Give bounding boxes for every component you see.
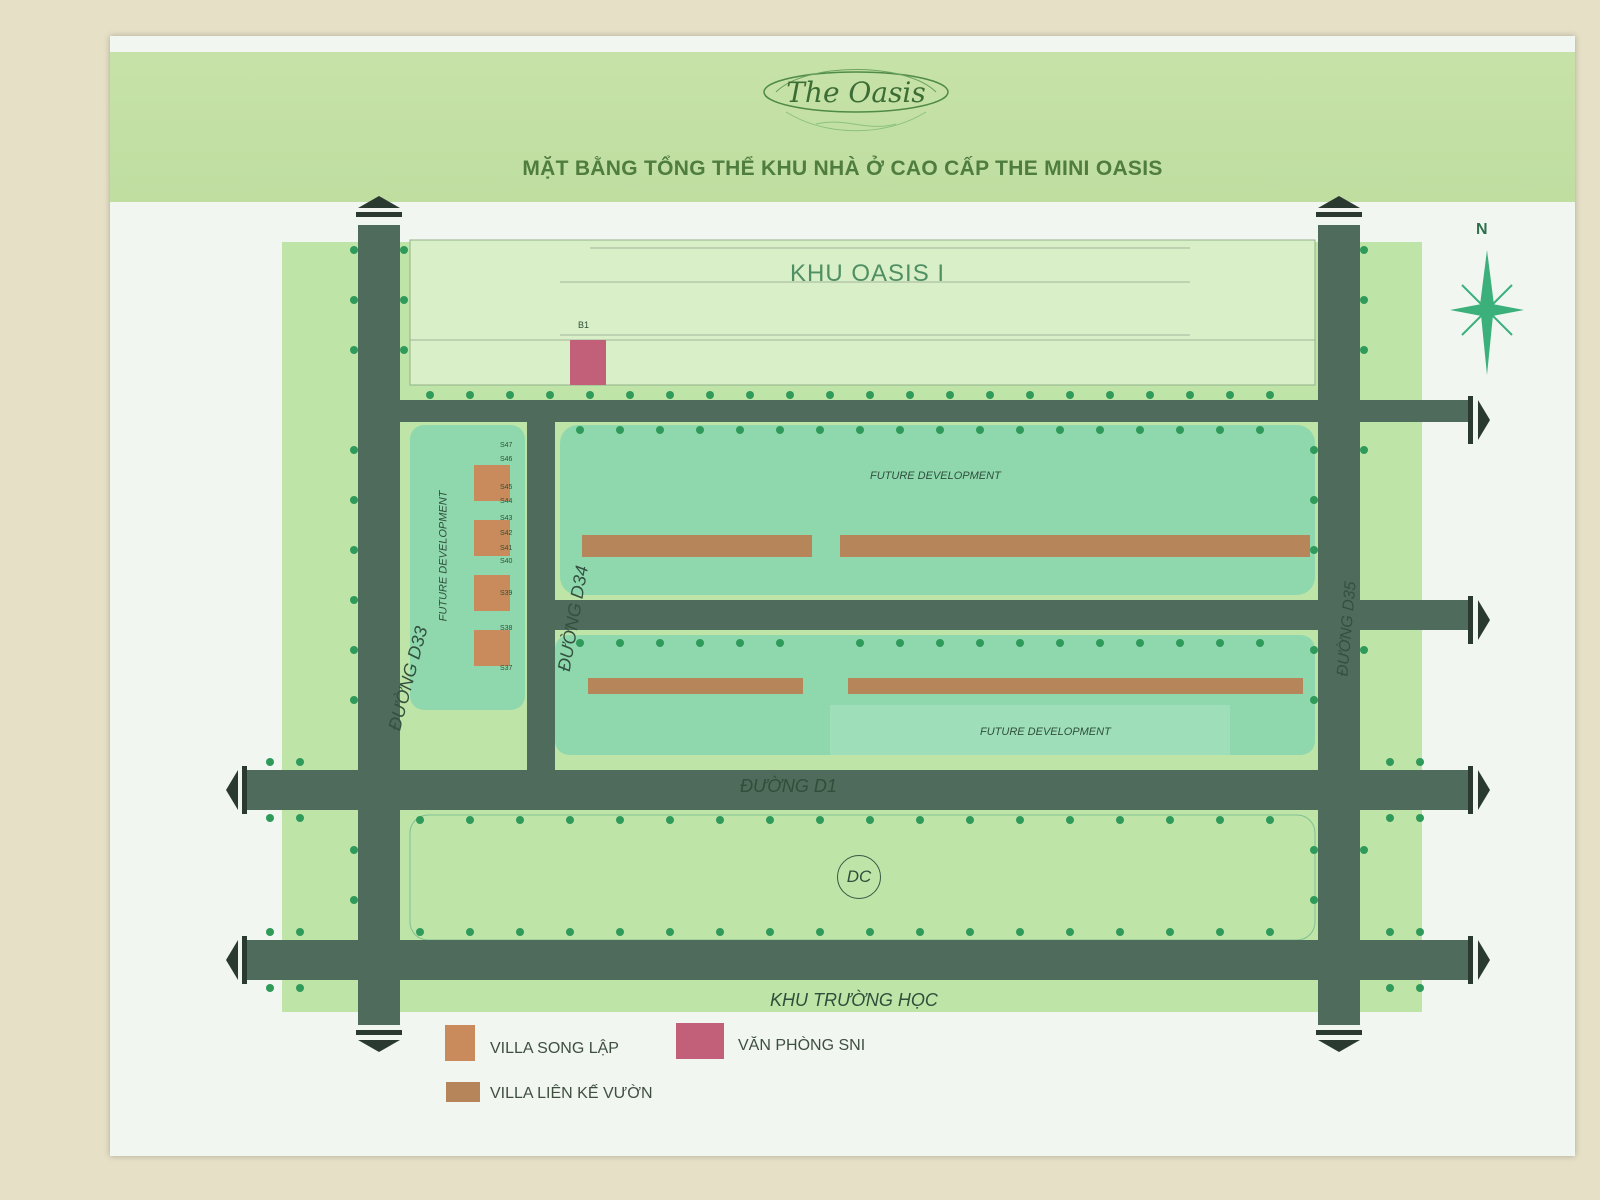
- arrow-right-icon: [1478, 770, 1490, 810]
- street-label-d1: ĐƯỜNG D1: [740, 776, 837, 796]
- legend-swatch: [446, 1082, 480, 1102]
- road-north: [380, 400, 1470, 422]
- future-development-label: FUTURE DEVELOPMENT: [980, 726, 1111, 738]
- plot-label: S42: [500, 530, 513, 537]
- plot-label: B1: [578, 320, 590, 330]
- plot-label: S43: [500, 515, 513, 522]
- villa-row-3: [588, 678, 803, 694]
- arrow-right-icon: [1478, 600, 1490, 640]
- road-d34: [527, 400, 555, 770]
- road-arrows: [226, 196, 1490, 1052]
- legend-swatch: [445, 1025, 475, 1061]
- dc-zone-label: DC: [837, 855, 881, 899]
- header-band: [110, 52, 1575, 202]
- arrow-right-icon: [1478, 400, 1490, 440]
- plot-label: S41: [500, 545, 513, 552]
- plot-label: S47: [500, 442, 513, 449]
- plot-label: S39: [500, 590, 513, 597]
- page-title: MẶT BẰNG TỔNG THỂ KHU NHÀ Ở CAO CẤP THE …: [522, 157, 1163, 180]
- villa-row-2: [840, 535, 1310, 557]
- logo-swirl-icon: [763, 69, 949, 132]
- plot-label: S45: [500, 484, 513, 491]
- oasis-i-block: [409, 239, 1316, 386]
- north-label: N: [1476, 221, 1488, 238]
- arrow-up-icon: [1318, 196, 1360, 208]
- logo-text: The Oasis: [786, 76, 926, 109]
- arrow-down-icon: [1318, 1040, 1360, 1052]
- plot-label: S40: [500, 558, 513, 565]
- arrow-left-icon: [226, 770, 238, 810]
- plot-label: S46: [500, 456, 513, 463]
- future-development-label: FUTURE DEVELOPMENT: [870, 470, 1001, 482]
- legend-swatch: [676, 1023, 724, 1059]
- legend-label: VILLA SONG LẬP: [490, 1040, 619, 1057]
- road-d1: [245, 770, 1470, 810]
- north-compass-icon: [1450, 250, 1524, 375]
- road-network: [245, 225, 1470, 1025]
- legend-label: VĂN PHÒNG SNI: [738, 1037, 866, 1054]
- arrow-left-icon: [226, 940, 238, 980]
- street-trees: [266, 246, 1424, 992]
- legend-label: VILLA LIÊN KẾ VƯỜN: [490, 1085, 653, 1102]
- villa-row-4: [848, 678, 1303, 694]
- road-south: [245, 940, 1470, 980]
- future-development-block-south: [830, 705, 1230, 755]
- office-plot: [570, 340, 606, 385]
- arrow-down-icon: [358, 1040, 400, 1052]
- future-development-block-east: [560, 425, 1315, 595]
- road-d33: [358, 225, 400, 1025]
- future-development-label: FUTURE DEVELOPMENT: [437, 490, 450, 622]
- villa-double-plots: [474, 465, 510, 666]
- oasis-i-plot-lines: [410, 247, 1315, 341]
- road-middle: [540, 600, 1470, 630]
- arrow-up-icon: [358, 196, 400, 208]
- zone-name-label: KHU OASIS I: [790, 260, 946, 287]
- plot-label: S44: [500, 498, 513, 505]
- villa-row-1: [582, 535, 812, 557]
- plot-label: S38: [500, 625, 513, 632]
- plot-label: S37: [500, 665, 513, 672]
- arrow-right-icon: [1478, 940, 1490, 980]
- school-zone-label: KHU TRƯỜNG HỌC: [770, 990, 938, 1010]
- oasis-logo: The Oasis: [756, 62, 956, 142]
